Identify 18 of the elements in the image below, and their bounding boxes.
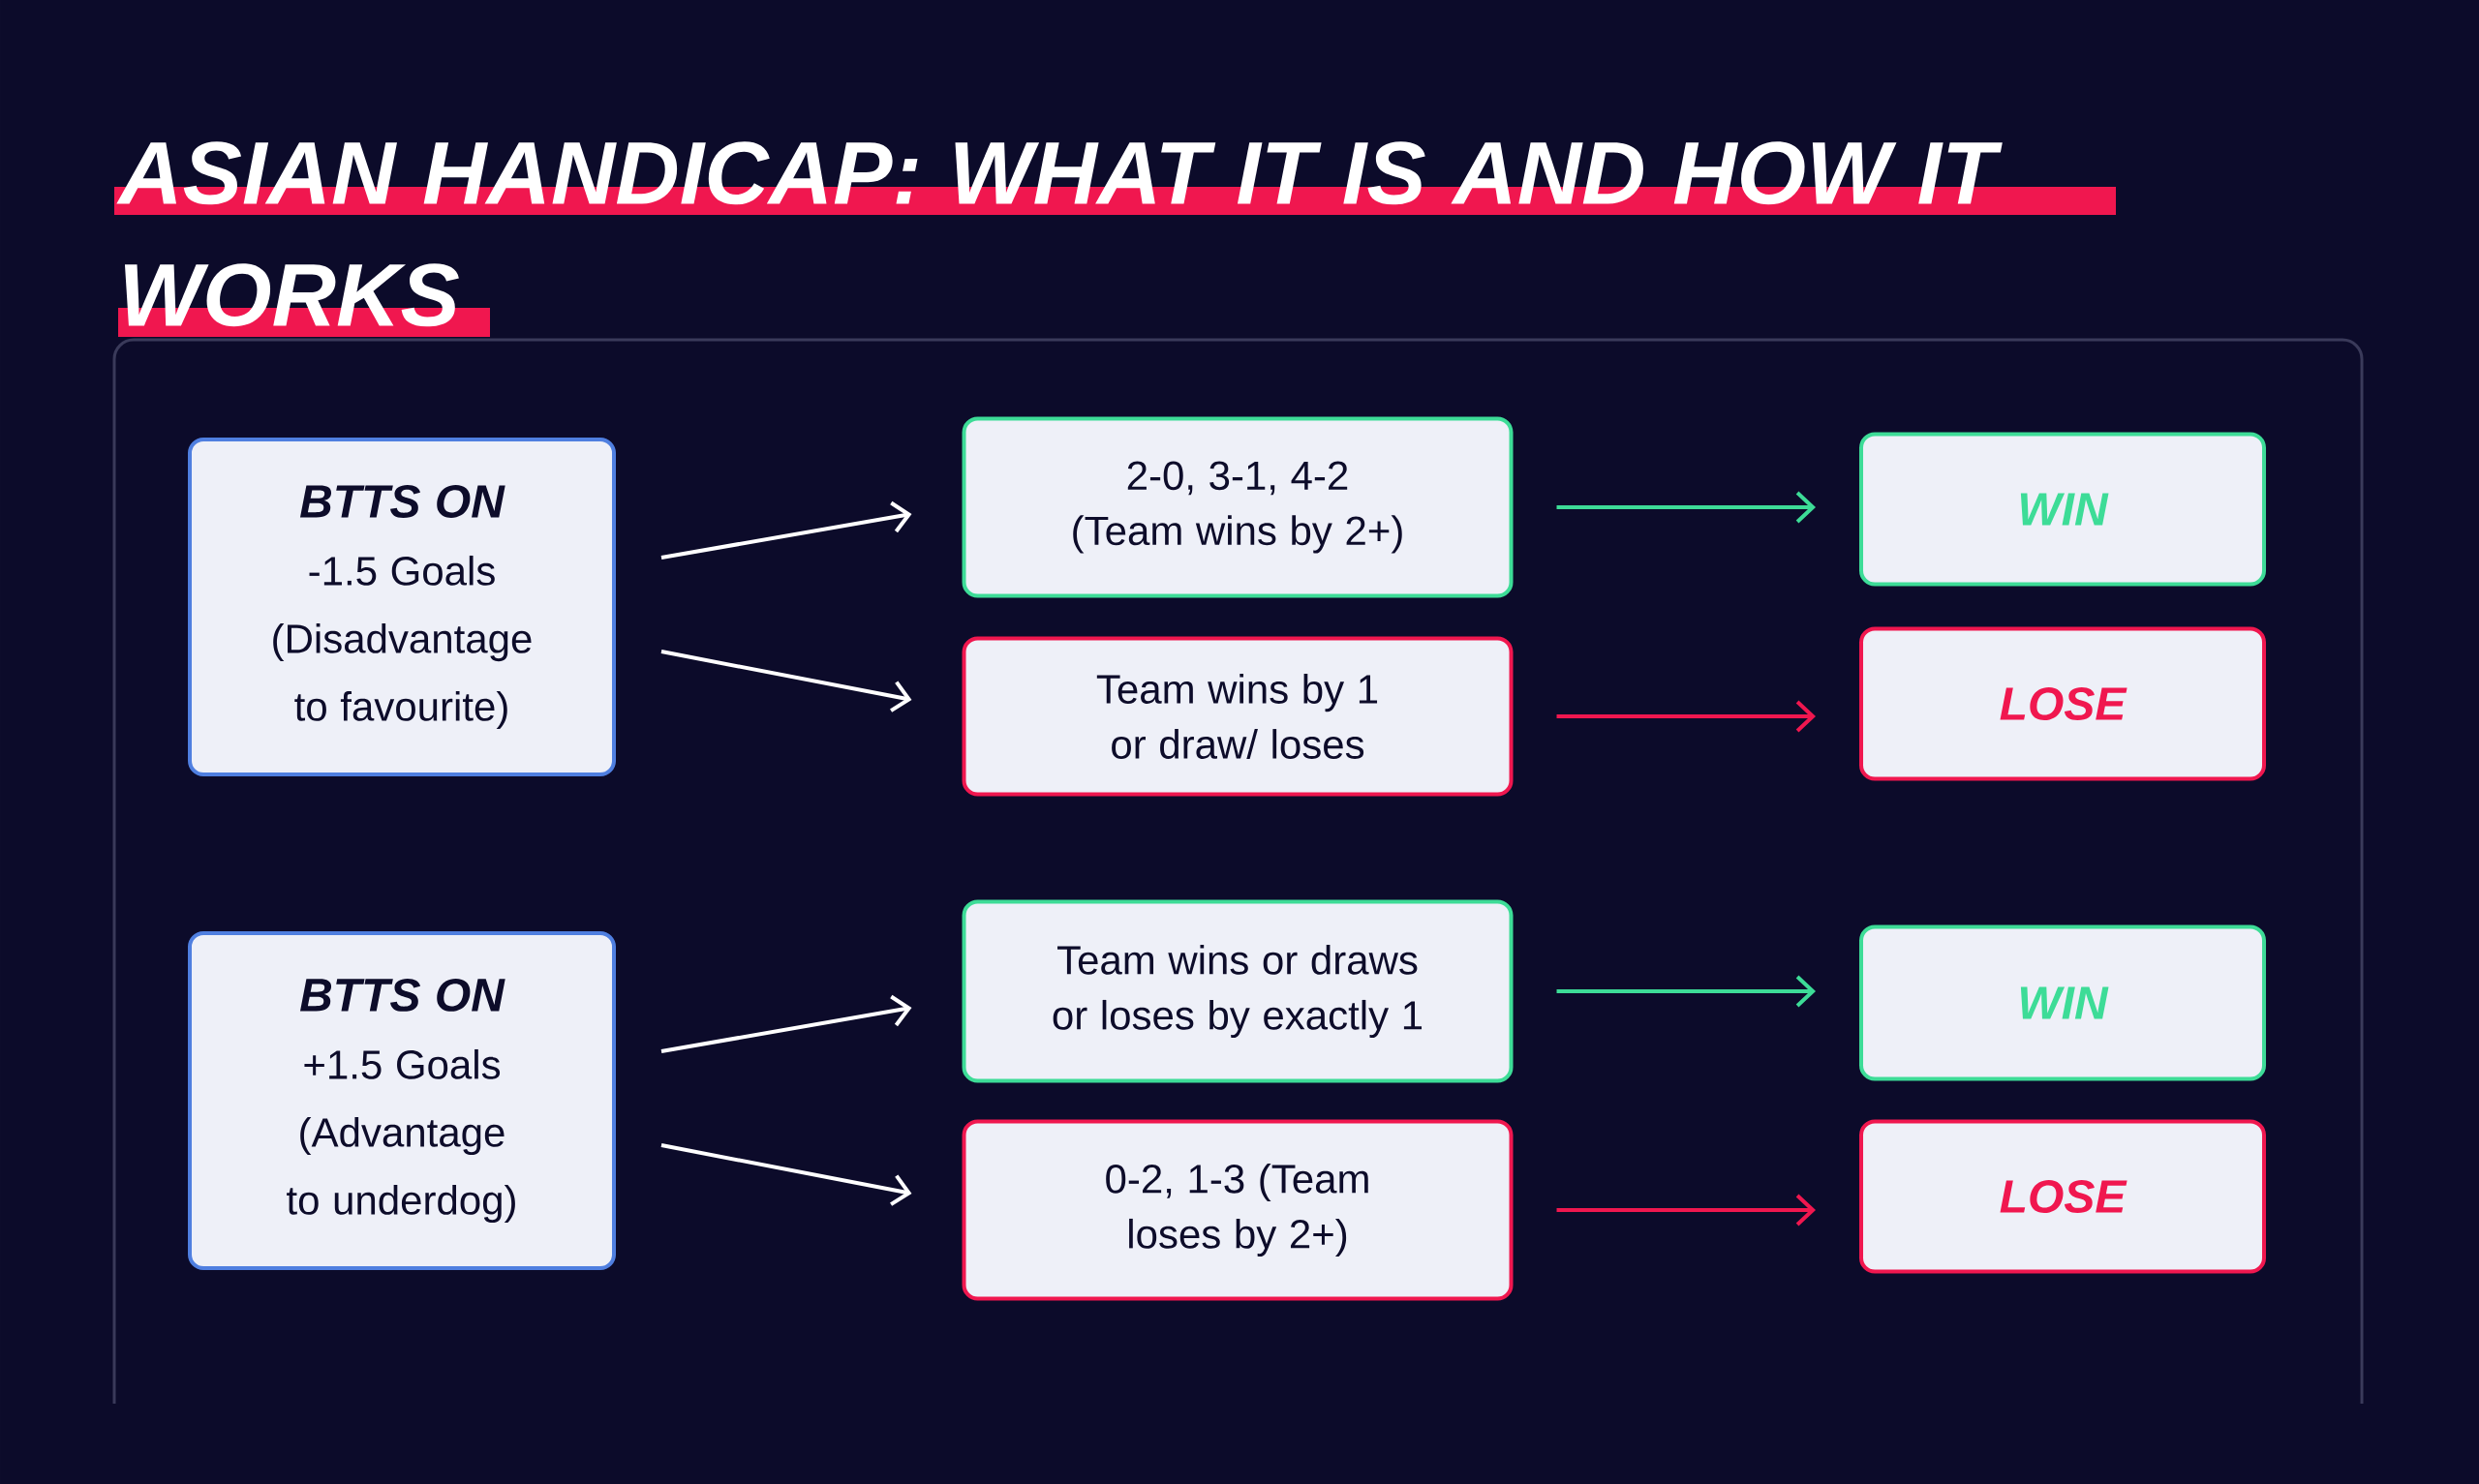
result-box: Team wins or draws or loses by exactly 1 [962,899,1514,1083]
result-box: 0-2, 1-3 (Team loses by 2+) [962,1119,1514,1301]
condition-box: BTTS ON +1.5 Goals (Advantage to underdog) [188,931,616,1270]
arrow [660,1143,912,1206]
arrow [660,500,912,560]
outcome-box: WIN [1859,432,2266,587]
arrow [1556,700,1816,733]
result-box: Team wins by 1 or draw/ loses [962,636,1514,797]
arrow [1556,1194,1816,1227]
arrow [660,650,912,712]
outcome-box: LOSE [1859,1119,2266,1274]
arrow [1556,491,1816,524]
result-box: 2-0, 3-1, 4-2 (Team wins by 2+) [962,416,1514,598]
outcome-box: WIN [1859,924,2266,1081]
arrow [1556,975,1816,1008]
outcome-box: LOSE [1859,626,2266,781]
arrow [660,994,912,1053]
condition-box: BTTS ON -1.5 Goals (Disadvantage to favourite) [188,438,616,776]
